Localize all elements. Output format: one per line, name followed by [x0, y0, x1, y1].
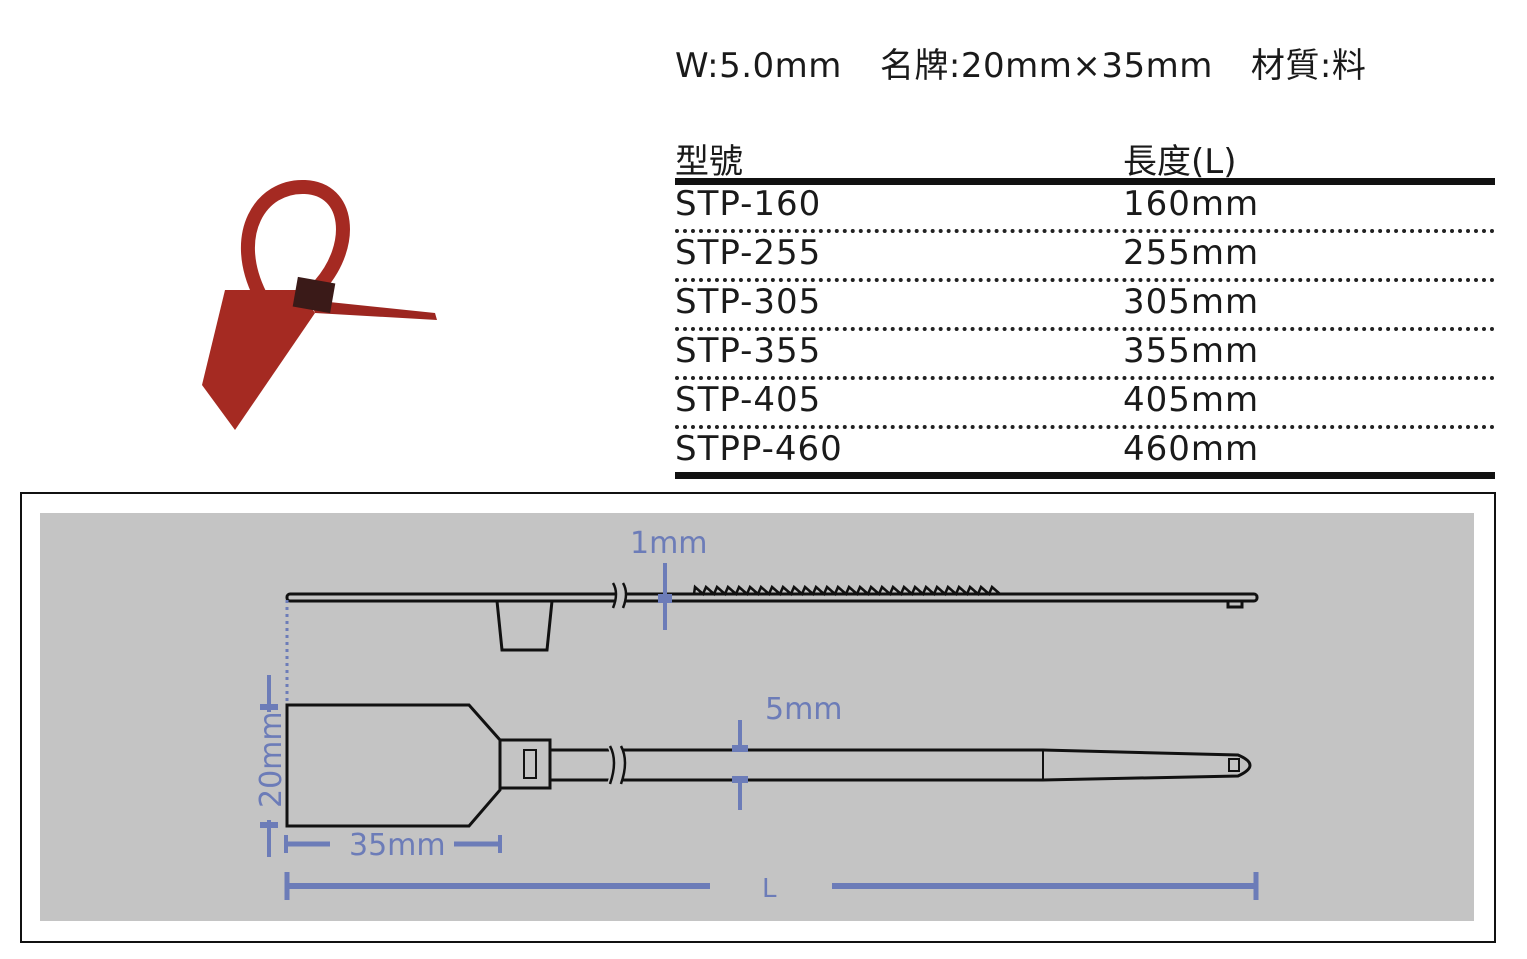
- product-photo: [202, 179, 437, 430]
- table-row: STP-405 405mm: [675, 378, 1495, 427]
- spec-tag-size: 名牌:20mm×35mm: [879, 46, 1213, 86]
- spec-summary: W:5.0mm 名牌:20mm×35mm 材質:料: [675, 38, 1366, 87]
- thickness-label: 1mm: [630, 526, 708, 561]
- length-cell: 160mm: [1123, 184, 1260, 224]
- model-cell: STPP-460: [675, 429, 843, 469]
- length-cell: 305mm: [1123, 282, 1260, 322]
- table-row: STP-255 255mm: [675, 231, 1495, 280]
- row-divider: [675, 278, 1495, 282]
- dimension-lines: [260, 563, 1259, 900]
- model-cell: STP-405: [675, 380, 822, 420]
- row-divider: [675, 229, 1495, 233]
- diagram-frame: [20, 492, 1496, 943]
- width-label: 5mm: [765, 692, 843, 727]
- model-cell: STP-255: [675, 233, 822, 273]
- break-marks: [607, 582, 628, 785]
- diagram-background: [40, 513, 1474, 921]
- table-row: STP-305 305mm: [675, 280, 1495, 329]
- table-row: STP-160 160mm: [675, 182, 1495, 231]
- tag-length-label: 35mm: [349, 828, 446, 863]
- header-model: 型號: [675, 142, 743, 182]
- strap-outline: [550, 748, 1252, 782]
- table-top-rule: [675, 178, 1495, 185]
- lock-head-outline: [498, 738, 552, 790]
- table-row: STPP-460 460mm: [675, 427, 1495, 476]
- tag-outline: [285, 703, 502, 828]
- table-row: STP-355 355mm: [675, 329, 1495, 378]
- model-cell: STP-355: [675, 331, 822, 371]
- lock-slot: [523, 749, 537, 779]
- row-divider: [675, 327, 1495, 331]
- side-view-tip: [1226, 601, 1244, 609]
- model-cell: STP-160: [675, 184, 822, 224]
- spec-material: 材質:料: [1250, 46, 1367, 86]
- side-view-head: [495, 600, 554, 652]
- spec-width: W:5.0mm: [675, 46, 842, 86]
- length-cell: 405mm: [1123, 380, 1260, 420]
- lock-head: [292, 276, 336, 314]
- header-length: 長度(L): [1123, 142, 1237, 182]
- length-label: L: [762, 874, 777, 904]
- row-divider: [675, 425, 1495, 429]
- strap-loop: [240, 179, 350, 299]
- length-cell: 255mm: [1123, 233, 1260, 273]
- tag-body: [202, 290, 315, 430]
- length-cell: 355mm: [1123, 331, 1260, 371]
- side-view-strap: [285, 592, 1259, 603]
- model-cell: STP-305: [675, 282, 822, 322]
- tag-height-label: 20mm: [254, 711, 289, 808]
- length-cell: 460mm: [1123, 429, 1260, 469]
- side-view-teeth: [692, 584, 1001, 597]
- row-divider: [675, 376, 1495, 380]
- strap-tail: [310, 300, 437, 320]
- strap-tip-hole: [1228, 758, 1240, 772]
- table-bottom-rule: [675, 472, 1495, 479]
